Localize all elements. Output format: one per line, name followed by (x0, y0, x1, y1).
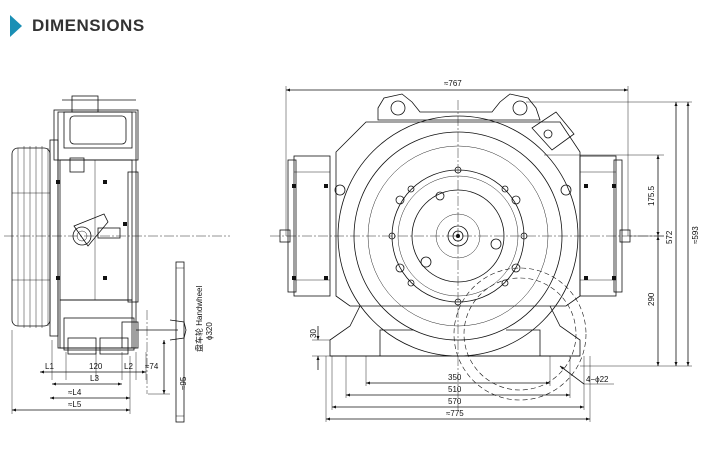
dim-74: ≈74 (145, 362, 159, 371)
dim-holes: 4−ϕ22 (586, 375, 609, 384)
section-heading: DIMENSIONS (10, 14, 145, 38)
dim-L4: ≈L4 (68, 388, 82, 397)
dim-767: ≈767 (444, 79, 462, 88)
side-dimensions: L1 120 L2 ≈74 L3 ≈L4 ≈L5 ≈95 (11, 330, 188, 414)
dim-120: 120 (89, 362, 103, 371)
dim-L3: L3 (90, 374, 99, 383)
dim-290: 290 (647, 292, 656, 306)
handwheel: 盘车轮 Handwheel ϕ320 (175, 261, 214, 423)
dim-775: ≈775 (446, 409, 464, 418)
handwheel-diameter-label: ϕ320 (205, 322, 214, 340)
heading-marker-icon (10, 15, 22, 37)
dim-L2: L2 (124, 362, 133, 371)
left-brake (279, 155, 346, 297)
front-view: ≈767 175.5 572 ≈593 290 30 (270, 79, 700, 422)
sheave (11, 139, 59, 337)
dim-L1: L1 (45, 362, 54, 371)
page-title: DIMENSIONS (32, 16, 145, 35)
dim-30: 30 (309, 329, 318, 338)
dim-L5: ≈L5 (68, 400, 82, 409)
handwheel-label: 盘车轮 Handwheel (194, 286, 204, 352)
motor-body (53, 95, 187, 355)
dim-175-5: 175.5 (647, 185, 656, 206)
dim-593: ≈593 (691, 226, 700, 244)
dim-570: 570 (448, 397, 462, 406)
dim-510: 510 (448, 385, 462, 394)
right-brake (560, 155, 631, 297)
dim-572: 572 (665, 230, 674, 244)
dim-95: ≈95 (179, 376, 188, 390)
front-dimensions: ≈767 175.5 572 ≈593 290 30 (285, 79, 700, 422)
terminal-box (531, 111, 575, 151)
handwheel-envelope (453, 267, 587, 401)
dim-350: 350 (448, 373, 462, 382)
side-view: 盘车轮 Handwheel ϕ320 L1 120 L2 ≈74 L3 (4, 95, 230, 423)
